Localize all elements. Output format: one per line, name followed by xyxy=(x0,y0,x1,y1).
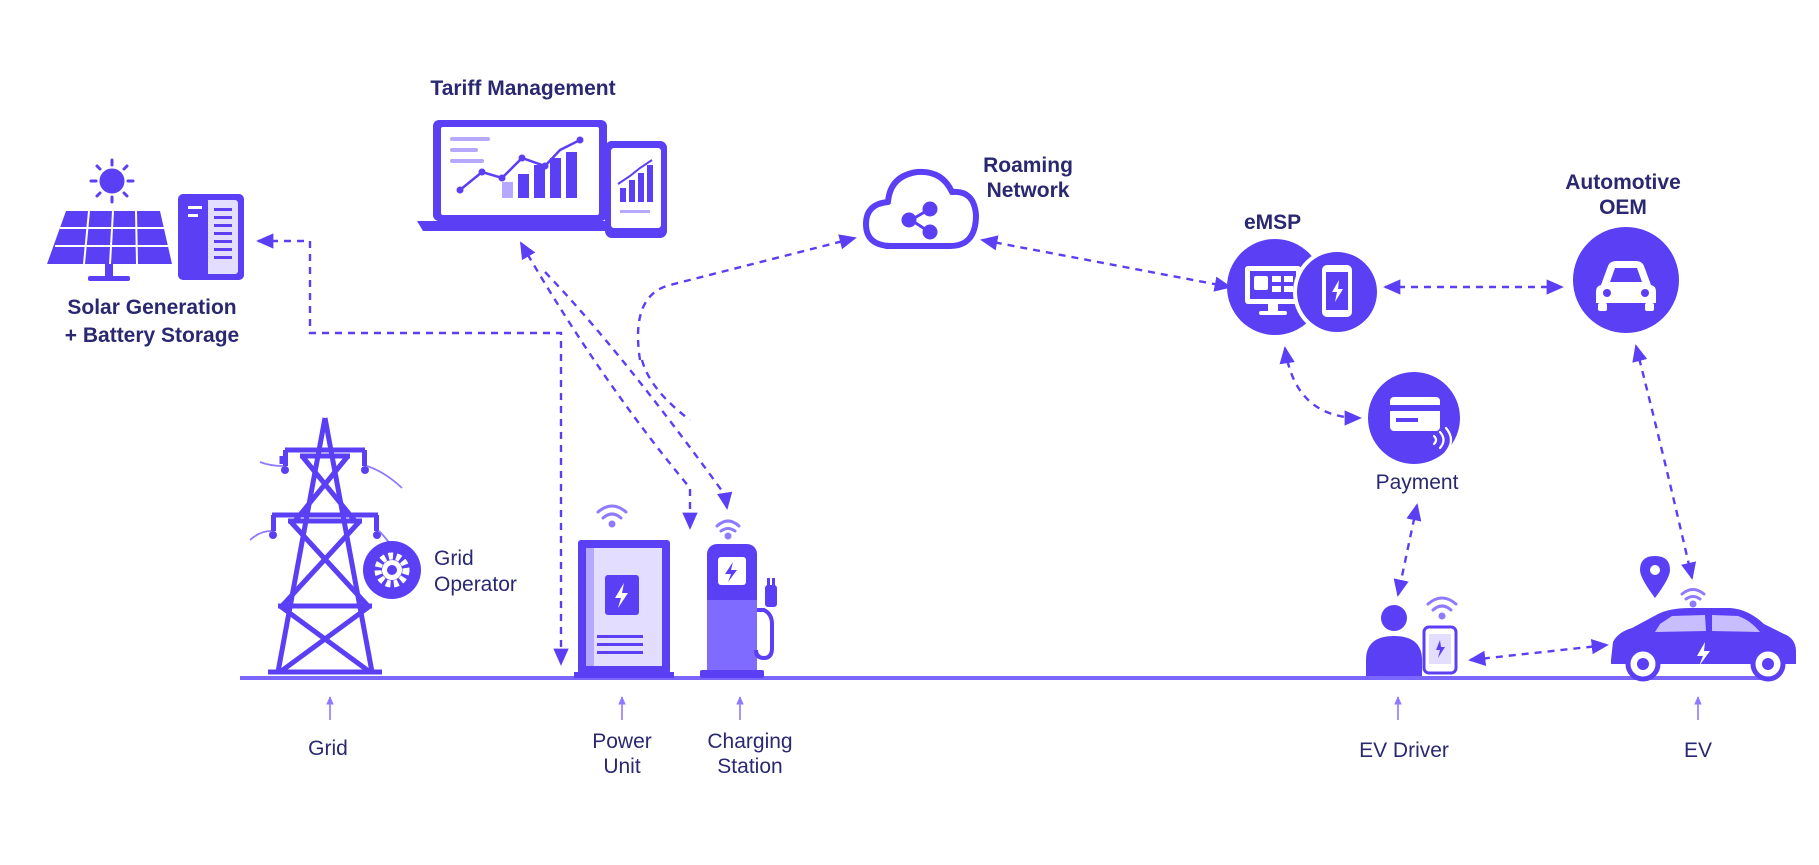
connector-power-roaming-2 xyxy=(640,359,691,421)
grid-operator-label-line1: Grid xyxy=(434,547,474,570)
connector-oem-ev xyxy=(1632,344,1697,580)
automotive-oem-label-line1: Automotive xyxy=(1565,171,1681,194)
wifi-icon xyxy=(596,504,628,528)
solar-battery-label-line1: Solar Generation xyxy=(67,296,237,319)
emsp-label: eMSP xyxy=(1244,211,1302,234)
sun-icon xyxy=(89,158,135,204)
battery-storage-icon xyxy=(178,194,244,280)
connector-solar-power-unit xyxy=(256,233,569,666)
solar-battery-label-line2: + Battery Storage xyxy=(64,324,240,347)
roaming-network-label-line1: Roaming xyxy=(983,154,1073,177)
oem-group xyxy=(1573,227,1679,333)
phone-icon xyxy=(1322,265,1352,317)
charging-station-label: Charging Station xyxy=(707,729,792,779)
wifi-icon xyxy=(1426,596,1458,620)
tablet-chart-icon xyxy=(605,141,667,238)
cloud-share-icon xyxy=(863,168,979,249)
label-arrows xyxy=(326,696,1702,720)
wifi-icon xyxy=(1680,588,1706,608)
connector-roaming-emsp xyxy=(980,235,1232,292)
wifi-icon xyxy=(715,519,741,540)
location-pin-icon xyxy=(1640,556,1670,598)
laptop-chart-icon xyxy=(417,120,624,231)
power-lines xyxy=(249,461,403,553)
power-unit-label: Power Unit xyxy=(592,729,652,779)
connector-emsp-payment xyxy=(1279,346,1362,426)
grid-operator-label: Grid Operator xyxy=(434,546,517,598)
transmission-tower-icon xyxy=(268,417,382,675)
connector-driver-ev xyxy=(1468,639,1609,666)
charger-icon xyxy=(700,544,777,678)
payment-label: Payment xyxy=(1375,471,1459,494)
roaming-network-label-line2: Network xyxy=(986,179,1070,202)
charging-station-label-line1: Charging xyxy=(707,730,793,753)
solar-battery-label: Solar Generation + Battery Storage xyxy=(65,294,239,350)
gear-icon xyxy=(374,552,410,588)
automotive-oem-label-line2: OEM xyxy=(1599,196,1647,219)
payment-group xyxy=(1368,372,1460,464)
connector-tariff-charging-2 xyxy=(544,271,733,510)
charging-station-label-line2: Station xyxy=(717,755,783,778)
grid-operator-label-line2: Operator xyxy=(434,573,517,596)
tower-insulators xyxy=(269,450,381,539)
connector-power-roaming xyxy=(636,234,857,361)
connector-payment-driver xyxy=(1393,503,1422,597)
power-unit-label-line1: Power xyxy=(592,730,652,753)
emsp-group xyxy=(1227,239,1381,336)
solar-panel-icon xyxy=(47,210,172,281)
car-icon xyxy=(1596,261,1656,311)
connector-tariff-charging xyxy=(519,241,698,530)
ev-label: EV xyxy=(1683,739,1713,762)
grid-label: Grid xyxy=(308,737,348,760)
tariff-management-label: Tariff Management xyxy=(430,77,616,100)
person-icon xyxy=(1366,605,1458,676)
monitor-icon xyxy=(1245,266,1301,315)
power-unit-label-line2: Unit xyxy=(603,755,641,778)
electric-car-icon xyxy=(1611,608,1796,682)
roaming-network-label: Roaming Network xyxy=(983,153,1073,203)
grid-operator-group xyxy=(363,541,421,599)
card-contactless-icon xyxy=(1390,397,1453,454)
power-cabinet-icon xyxy=(574,540,674,678)
automotive-oem-label: Automotive OEM xyxy=(1565,170,1681,220)
ev-driver-label: EV Driver xyxy=(1359,739,1449,762)
connectors xyxy=(256,233,1697,666)
